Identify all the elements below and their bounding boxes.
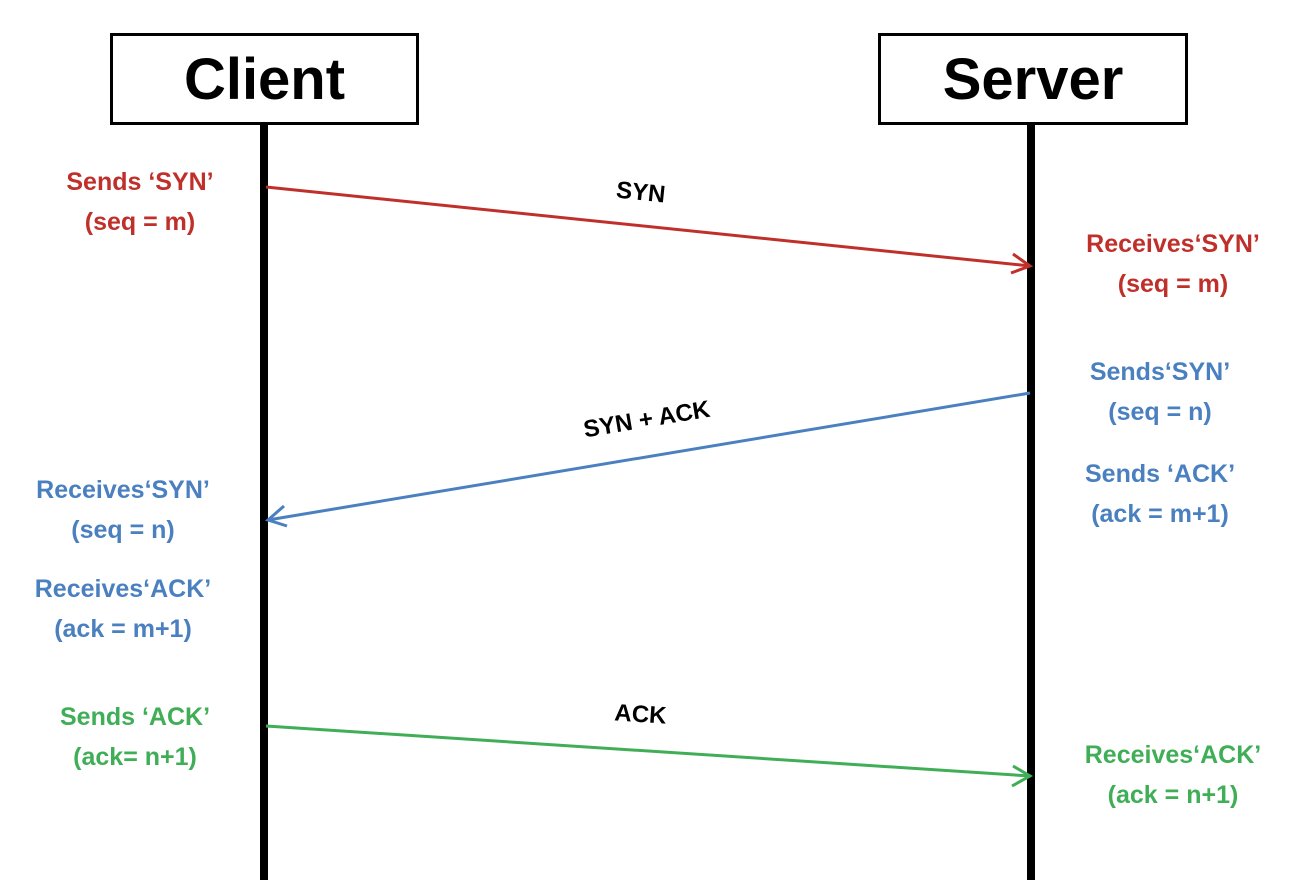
server-sends-ack-note: Sends ‘ACK’ (ack = m+1) — [1055, 454, 1265, 534]
synack-message: SYN + ACK — [265, 391, 1031, 528]
server-label: Server — [942, 46, 1124, 112]
client-receives-syn-note: Receives‘SYN’ (seq = n) — [18, 470, 228, 550]
server-receives-syn-note: Receives‘SYN’ (seq = m) — [1068, 224, 1278, 304]
ack-arrowhead — [1011, 764, 1034, 788]
server-receives-ack-line2: (ack = n+1) — [1107, 781, 1239, 809]
server-sends-syn-line1: Sends‘SYN’ — [1089, 358, 1231, 386]
syn-arrowhead — [1010, 252, 1034, 275]
client-sends-ack-line2: (ack= n+1) — [73, 743, 197, 771]
client-sends-ack-line1: Sends ‘ACK’ — [59, 703, 211, 731]
syn-arrow-line — [265, 185, 1031, 268]
server-receives-syn-line2: (seq = m) — [1117, 270, 1229, 298]
server-receives-syn-line1: Receives‘SYN’ — [1086, 230, 1260, 258]
server-sends-syn-note: Sends‘SYN’ (seq = n) — [1060, 352, 1260, 432]
synack-label: SYN + ACK — [582, 396, 713, 444]
client-label: Client — [183, 46, 346, 112]
ack-label: ACK — [614, 699, 668, 729]
client-sends-syn-line1: Sends ‘SYN’ — [66, 168, 214, 196]
client-sends-syn-note: Sends ‘SYN’ (seq = m) — [40, 162, 240, 242]
synack-arrow-line — [267, 391, 1031, 522]
server-lifeline — [1027, 124, 1035, 880]
client-lifeline — [260, 124, 268, 880]
client-receives-syn-line1: Receives‘SYN’ — [36, 476, 210, 504]
client-receives-ack-note: Receives‘ACK’ (ack = m+1) — [18, 569, 228, 649]
server-receives-ack-line1: Receives‘ACK’ — [1084, 741, 1262, 769]
client-receives-ack-line2: (ack = m+1) — [54, 615, 192, 643]
server-sends-ack-line1: Sends ‘ACK’ — [1084, 460, 1236, 488]
ack-arrow-line — [265, 724, 1031, 778]
syn-label: SYN — [615, 177, 667, 209]
client-sends-ack-note: Sends ‘ACK’ (ack= n+1) — [35, 697, 235, 777]
ack-message: ACK — [265, 699, 1034, 788]
server-receives-ack-note: Receives‘ACK’ (ack = n+1) — [1068, 735, 1278, 815]
server-sends-syn-line2: (seq = n) — [1108, 398, 1212, 426]
client-sends-syn-line2: (seq = m) — [84, 208, 196, 236]
client-participant-box: Client — [110, 33, 419, 125]
synack-arrowhead — [265, 504, 288, 528]
client-receives-syn-line2: (seq = n) — [71, 516, 175, 544]
client-receives-ack-line1: Receives‘ACK’ — [34, 575, 212, 603]
syn-message: SYN — [265, 177, 1034, 275]
server-sends-ack-line2: (ack = m+1) — [1091, 500, 1229, 528]
server-participant-box: Server — [878, 33, 1188, 125]
